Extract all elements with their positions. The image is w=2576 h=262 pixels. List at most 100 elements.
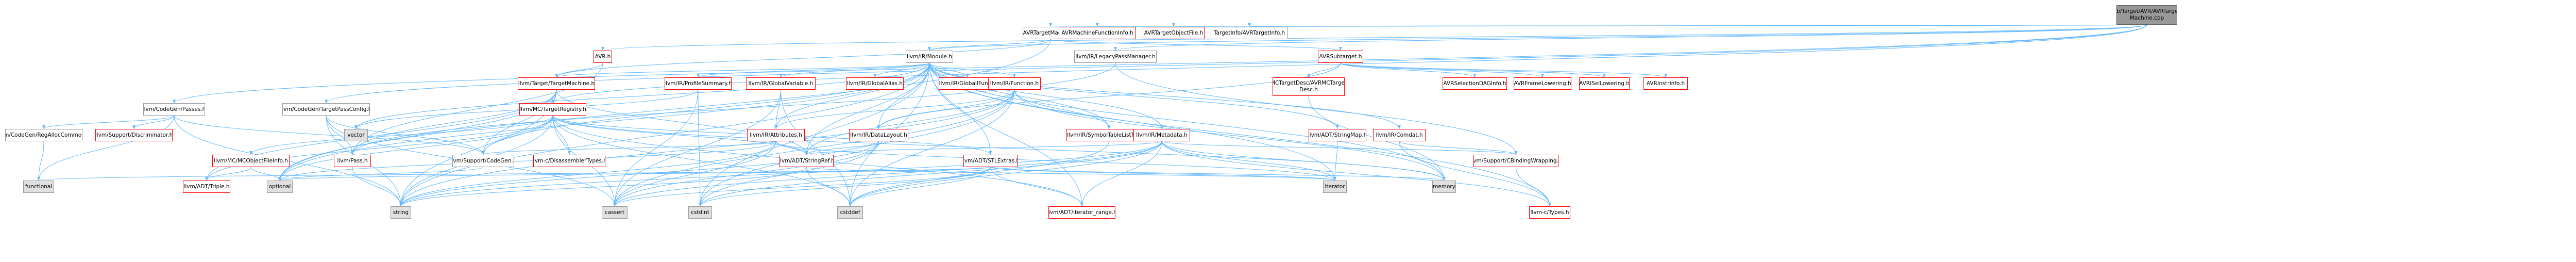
- node-stlext[interactable]: llvm/ADT/STLExtras.h: [963, 155, 1018, 167]
- edge-module-to-galias: [873, 62, 930, 78]
- edge-strref-to-string: [399, 167, 807, 207]
- edge-treg-to-optional: [278, 115, 553, 181]
- node-tinfo[interactable]: TargetInfo/AVRTargetInfo.h: [1211, 27, 1288, 39]
- node-metadata[interactable]: llvm/IR/Metadata.h: [1133, 129, 1190, 141]
- edge-subtarget-to-datalayout: [877, 62, 1341, 129]
- edge-function-to-datalayout: [877, 89, 1015, 129]
- node-label: llvm/Pass.h: [337, 158, 368, 164]
- node-label: AVRFrameLowering.h: [1514, 80, 1571, 87]
- node-subtarget[interactable]: AVRSubtarget.h: [1318, 51, 1363, 63]
- edge-function-to-cstddef: [849, 89, 1015, 207]
- node-label: Desc.h: [1299, 87, 1318, 93]
- node-iterator: iterator: [1323, 181, 1347, 193]
- node-label: AVR.h: [595, 54, 611, 60]
- edge-metadata-to-memory: [1161, 141, 1446, 181]
- node-label: llvm-c/Types.h: [1530, 209, 1569, 216]
- node-label: llvm/IR/GlobalAlias.h: [846, 80, 903, 87]
- node-iterrange[interactable]: llvm/ADT/iterator_range.h: [1048, 206, 1115, 219]
- edge-stlext-to-optional: [278, 167, 991, 181]
- edge-attrs-to-optional: [278, 141, 776, 181]
- node-label: llvm/IR/SymbolTableListTraits.h: [1067, 132, 1151, 138]
- edge-module-to-ctypes: [929, 62, 1551, 207]
- node-label: string: [393, 209, 409, 216]
- edge-stlext-to-cassert: [613, 167, 991, 207]
- node-label: llvm/ADT/StringRef.h: [779, 158, 834, 164]
- node-label: AVRInstrInfo.h: [1646, 80, 1685, 87]
- node-disasm[interactable]: llvm-c/DisassemblerTypes.h: [533, 155, 605, 167]
- node-label: functional: [25, 184, 53, 190]
- node-triple[interactable]: llvm/ADT/Triple.h: [183, 181, 230, 193]
- node-function[interactable]: llvm/IR/Function.h: [988, 77, 1041, 90]
- edge-subtarget-to-isel: [1340, 62, 1477, 78]
- node-instrinfo[interactable]: AVRInstrInfo.h: [1643, 77, 1688, 90]
- edge-treg-to-triple: [205, 115, 553, 181]
- node-regalloc[interactable]: llvm/CodeGen/RegAllocCommon.h: [5, 129, 82, 141]
- edge-datalayout-to-strref: [805, 141, 879, 155]
- node-label: llvm/Support/CodeGen.h: [452, 158, 514, 164]
- node-string: string: [391, 206, 411, 219]
- edge-subtarget-to-framelow: [1340, 62, 1544, 78]
- edge-cgpasses-to-functional: [37, 115, 175, 181]
- node-tpc[interactable]: llvm/CodeGen/TargetPassConfig.h: [282, 103, 370, 116]
- node-attrs[interactable]: llvm/IR/Attributes.h: [747, 129, 805, 141]
- node-supdisc[interactable]: llvm/Support/Discriminator.h: [95, 129, 173, 141]
- node-gifunc[interactable]: llvm/IR/GlobalIFunc.h: [939, 77, 996, 90]
- node-memory: memory: [1432, 181, 1456, 193]
- node-label: MCTargetDesc/AVRMCTarget: [1273, 80, 1345, 86]
- node-framelow[interactable]: AVRFrameLowering.h: [1514, 77, 1571, 90]
- edge-module-to-vector: [354, 62, 930, 129]
- node-ctypes[interactable]: llvm-c/Types.h: [1529, 206, 1570, 219]
- edge-stlext-to-iterrange: [990, 167, 1083, 207]
- node-label: AVRMachineFunctionInfo.h: [1061, 30, 1133, 36]
- edge-codegen-to-optional: [278, 167, 484, 181]
- node-avrh[interactable]: AVR.h: [594, 51, 612, 63]
- edge-ttm-to-codegen: [482, 89, 557, 155]
- node-profsum[interactable]: llvm/IR/ProfileSummary.h: [665, 77, 732, 90]
- node-strref[interactable]: llvm/ADT/StringRef.h: [779, 155, 834, 167]
- node-cbind[interactable]: llvm/Support/CBindingWrapping.h: [1473, 155, 1558, 167]
- edge-treg-to-strref: [552, 115, 808, 155]
- node-label: llvm/CodeGen/TargetPassConfig.h: [282, 106, 370, 112]
- node-codegen[interactable]: llvm/Support/CodeGen.h: [452, 155, 514, 167]
- node-label: AVRSubtarget.h: [1319, 54, 1362, 60]
- edge-comdat-to-cbind: [1399, 141, 1518, 155]
- edge-avrtm-to-ttm: [555, 39, 1051, 78]
- edge-module-to-cstdint: [699, 62, 930, 207]
- node-lpm[interactable]: llvm/IR/LegacyPassManager.h: [1074, 51, 1157, 63]
- edge-module-to-string: [399, 62, 930, 207]
- edge-attrs-to-string: [399, 141, 776, 207]
- node-label: optional: [268, 184, 291, 190]
- node-treg[interactable]: llvm/MC/TargetRegistry.h: [519, 103, 586, 116]
- node-isel[interactable]: AVRSelectionDAGInfo.h: [1443, 77, 1507, 90]
- edge-regalloc-to-functional: [37, 141, 44, 181]
- node-datalayout[interactable]: llvm/IR/DataLayout.h: [849, 129, 908, 141]
- node-ttm[interactable]: llvm/Target/TargetMachine.h: [518, 77, 595, 90]
- node-label: cassert: [604, 209, 625, 216]
- edge-strref-to-iterator: [806, 167, 1336, 181]
- node-pass[interactable]: llvm/Pass.h: [334, 155, 371, 167]
- node-label: llvm-c/DisassemblerTypes.h: [533, 158, 605, 164]
- node-galias[interactable]: llvm/IR/GlobalAlias.h: [846, 77, 904, 90]
- node-strmap[interactable]: llvm/ADT/StringMap.h: [1309, 129, 1366, 141]
- edge-module-to-strref: [805, 62, 930, 155]
- node-comdat[interactable]: llvm/IR/Comdat.h: [1373, 129, 1426, 141]
- node-gvar[interactable]: llvm/IR/GlobalVariable.h: [746, 77, 816, 90]
- node-label: AVRSelectionDAGInfo.h: [1443, 80, 1506, 87]
- node-isellow[interactable]: AVRISelLowering.h: [1579, 77, 1630, 90]
- edge-root-to-tinfo: [1249, 23, 2147, 27]
- node-avrmfi[interactable]: AVRMachineFunctionInfo.h: [1059, 27, 1136, 39]
- edge-metadata-to-strref: [805, 141, 1162, 155]
- node-avrtof[interactable]: AVRTargetObjectFile.h: [1143, 27, 1205, 39]
- edge-treg-to-codegen: [482, 115, 553, 155]
- node-cstdint: cstdint: [688, 206, 712, 219]
- node-label: cstdint: [691, 209, 709, 216]
- edge-comdat-to-ctypes: [1399, 141, 1551, 207]
- edge-module-to-gvar: [779, 62, 930, 78]
- node-module[interactable]: llvm/IR/Module.h: [906, 51, 953, 63]
- edge-function-to-cstdint: [699, 89, 1015, 207]
- edge-subtarget-to-mctsd: [1307, 62, 1341, 78]
- node-cgpasses[interactable]: llvm/CodeGen/Passes.h: [143, 103, 205, 116]
- node-mcobj[interactable]: llvm/MC/MCObjectFileInfo.h: [212, 155, 290, 167]
